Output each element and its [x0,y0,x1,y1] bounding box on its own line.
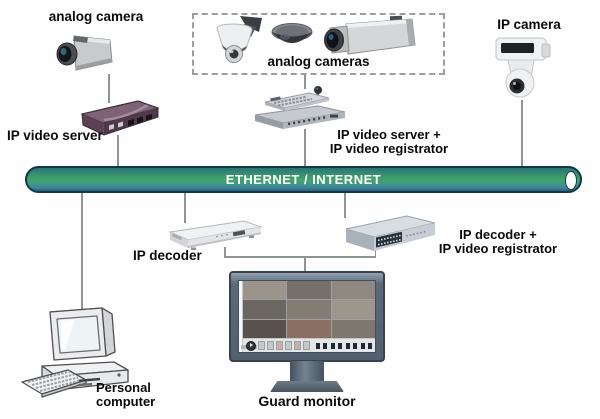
guard-monitor-base [270,381,344,392]
surveillance-app-main [243,281,375,352]
channel-button-icon [330,342,335,349]
ip-video-server-icon [76,97,164,141]
analog-box-camera-icon [53,27,117,79]
analog-cameras-group-box [192,13,445,75]
ptz-dome-camera-icon [206,15,266,69]
ip-video-server-registrator-label-line2: IP video registrator [329,140,449,156]
camera-feed [287,300,331,319]
connection-line [184,192,186,223]
ip-decoder-icon [165,219,265,255]
connection-line [304,256,306,272]
personal-computer-label-line2: computer [96,394,156,409]
camera-feed [287,319,331,338]
personal-computer-icon [20,300,142,403]
analog-cameras-label: analog cameras [267,54,370,69]
ethernet-internet-bus: ETHERNET / INTERNET [25,166,582,193]
connection-line [304,75,306,89]
camera-feed [243,319,287,338]
channel-button-icon [345,342,350,349]
connection-line [344,192,346,218]
ip-ptz-camera-icon [489,33,553,107]
toolbar-button-icon [258,341,265,350]
play-button-icon [246,340,256,351]
channel-button-icon [368,342,372,349]
connection-line [521,100,523,167]
toolbar-button-icon [276,341,283,350]
dome-camera-icon [269,21,315,53]
surveillance-app-toolbar [243,339,375,352]
personal-computer-label-line1: Personal [96,380,151,395]
connection-line [224,256,376,258]
ip-decoder-registrator-label-line1: IP decoder + [459,227,537,242]
connection-line [108,74,110,103]
ip-video-server-registrator-label: IP video server + IP video registrator [323,128,455,155]
analog-camera-label: analog camera [48,9,144,24]
ip-decoder-label: IP decoder [133,248,202,263]
bus-pipe-end-cap [565,170,577,190]
surveillance-app-sidebar [239,281,257,352]
guard-monitor-screen [238,280,376,353]
channel-button-icon [338,342,342,349]
camera-feed-grid [243,281,375,339]
connection-line [224,247,226,257]
ip-decoder-registrator-label: IP decoder + IP video registrator [430,228,566,255]
ip-decoder-registrator-icon [343,210,438,257]
connection-line [304,129,306,167]
channel-button-icon [315,342,320,349]
ip-camera-label: IP camera [497,17,561,32]
ip-decoder-registrator-label-line2: IP video registrator [438,240,558,256]
channel-button-icon [360,342,365,349]
toolbar-button-icon [285,341,292,350]
ip-video-server-registrator-label-line1: IP video server + [337,127,441,142]
toolbar-button-icon [294,341,301,350]
connection-line [81,192,83,310]
channel-button-icon [323,342,327,349]
camera-feed [331,300,375,319]
ip-video-server-label: IP video server [7,128,103,143]
guard-monitor-stand [290,361,324,383]
camera-feed [331,319,375,338]
camera-feed [331,281,375,300]
ip-video-server-registrator-icon [252,85,348,133]
box-camera-icon [320,15,422,60]
camera-feed [243,281,287,300]
personal-computer-label: Personal computer [96,381,176,409]
toolbar-button-icon [303,341,310,350]
camera-feed [287,281,331,300]
guard-monitor-label: Guard monitor [258,393,356,409]
camera-feed [243,300,287,319]
connection-line [117,135,119,167]
ethernet-internet-bus-label: ETHERNET / INTERNET [225,172,382,187]
toolbar-button-icon [267,341,274,350]
channel-button-icon [353,342,357,349]
connection-line [374,250,376,257]
